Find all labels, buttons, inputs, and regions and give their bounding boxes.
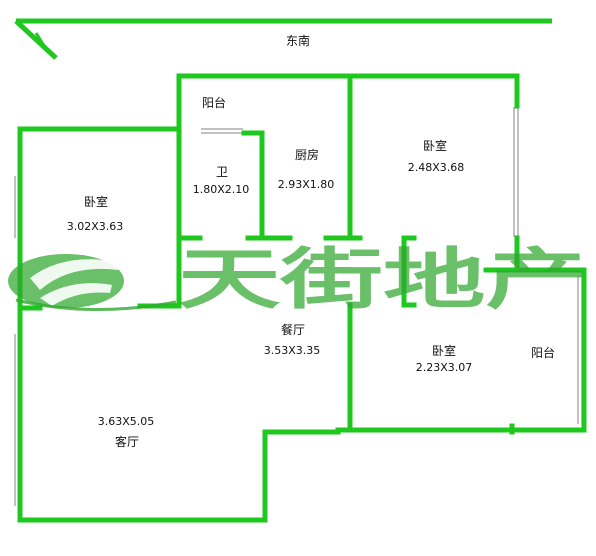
kitchen-name: 厨房 [295, 147, 319, 162]
watermark-logo: 天街地产 [8, 241, 588, 318]
orientation-arrow [14, 18, 552, 60]
bedroom-right-bottom-dims: 2.23X3.07 [416, 361, 473, 374]
logo-underline [15, 298, 177, 312]
living-dims: 3.63X5.05 [98, 415, 155, 428]
bedroom-right-top-dims: 2.48X3.68 [408, 161, 465, 174]
bedroom-left-dims: 3.02X3.63 [67, 220, 124, 233]
bedroom-right-top-name: 卧室 [423, 138, 447, 153]
balcony-right-name: 阳台 [531, 345, 555, 360]
dining-dims: 3.53X3.35 [264, 344, 321, 357]
logo-swoosh-top [30, 259, 118, 290]
walls [17, 73, 587, 523]
dining-name: 餐厅 [281, 322, 305, 337]
kitchen-dims: 2.93X1.80 [278, 178, 335, 191]
bathroom-dims: 1.80X2.10 [193, 183, 250, 196]
watermark-text: 天街地产 [178, 241, 588, 318]
orientation-label: 东南 [286, 33, 310, 48]
living-name: 客厅 [115, 434, 139, 449]
balcony-top-name: 阳台 [202, 95, 226, 110]
bathroom-name: 卫 [216, 165, 228, 179]
bedroom-right-bottom-name: 卧室 [432, 343, 456, 358]
bedroom-left-name: 卧室 [84, 194, 108, 209]
logo-swoosh-bottom [40, 283, 112, 306]
